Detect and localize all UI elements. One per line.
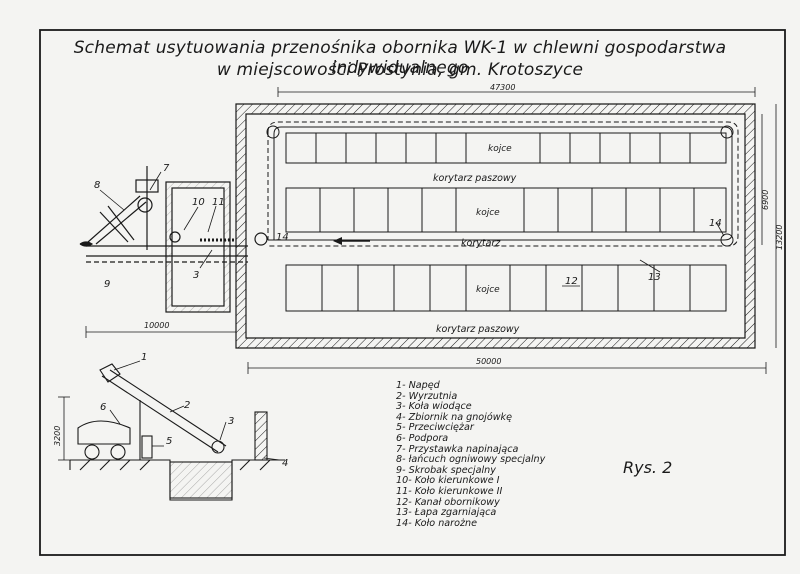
side-view <box>58 363 285 501</box>
drawing-frame <box>39 29 786 556</box>
label-korytarz: korytarz <box>461 238 501 249</box>
counterweight <box>141 435 153 459</box>
figure-label: Rys. 2 <box>623 458 673 477</box>
side-part-5: 5 <box>166 436 172 447</box>
legend-item: 6- Podpora <box>396 432 449 444</box>
label-kojce-top: kojce <box>488 144 512 154</box>
legend-item: 13- Łapa zgarniająca <box>396 507 497 519</box>
label-korytarz-paszowy-top: korytarz paszowy <box>433 173 517 184</box>
plan-part-7: 7 <box>163 163 170 174</box>
manure-trailer <box>77 420 131 445</box>
corner-wheel-bottom-right <box>720 233 734 247</box>
legend-item: 2- Wyrzutnia <box>396 390 458 402</box>
drawing-title-line1: Schemat usytuowania przenośnika obornika… <box>73 38 727 78</box>
dimension-outer-height: 13200 <box>775 225 784 250</box>
dimension-inner-height: 6900 <box>761 190 770 210</box>
legend-item: 10- Koło kierunkowe I <box>396 475 500 487</box>
pens-middle-row <box>285 187 727 233</box>
dimension-top-width: 47300 <box>490 83 515 92</box>
label-korytarz-paszowy-bottom: korytarz paszowy <box>436 324 520 335</box>
plan-part-3: 3 <box>193 270 199 281</box>
chain-conveyor-loop <box>267 121 739 247</box>
legend-item: 9- Skrobak specjalny <box>396 464 496 476</box>
label-kojce-bottom: kojce <box>476 285 500 295</box>
plan-part-12: 12 <box>565 276 578 287</box>
drawing-title-line2: w miejscowości Prostynia, gm. Krotoszyce <box>216 60 584 80</box>
direction-wheel-i <box>169 231 181 243</box>
discharge-head <box>99 363 121 383</box>
legend-item: 5- Przeciwciężar <box>396 422 474 434</box>
dimension-bottom-width: 50000 <box>476 357 501 366</box>
corner-wheel-top-left <box>266 125 280 139</box>
drive-wheel <box>137 197 153 213</box>
side-part-4: 4 <box>282 458 288 469</box>
legend-item: 12- Kanał obornikowy <box>396 496 500 508</box>
dimension-left-extension: 10000 <box>144 321 169 330</box>
plan-part-14-left: 14 <box>276 232 289 243</box>
lead-wheel-side <box>211 440 225 454</box>
legend-item: 8- łańcuch ogniwowy specjalny <box>396 454 546 466</box>
legend-item: 11- Koło kierunkowe II <box>396 485 503 497</box>
dimension-side-height: 3200 <box>53 426 62 446</box>
plan-part-14-right: 14 <box>709 218 722 229</box>
side-part-6: 6 <box>100 402 106 413</box>
legend-item: 1- Napęd <box>396 380 440 391</box>
side-part-3: 3 <box>228 416 234 427</box>
parts-legend: 1- Napęd 2- Wyrzutnia 3- Koła wiodące 4-… <box>396 380 546 529</box>
side-part-2: 2 <box>184 400 190 411</box>
legend-item: 14- Koło narożne <box>396 517 478 529</box>
label-kojce-middle: kojce <box>476 208 500 218</box>
plan-part-13: 13 <box>648 272 661 283</box>
corner-wheel-top-right <box>720 125 734 139</box>
barn-plan: 47300 kojce korytarz paszowy kojce koryt… <box>85 83 784 374</box>
plan-part-8: 8 <box>94 180 100 191</box>
plan-part-9: 9 <box>104 279 110 290</box>
legend-item: 4- Zbiornik na gnojówkę <box>396 411 512 423</box>
side-part-1: 1 <box>141 352 147 363</box>
direction-wheel-ii <box>254 232 268 246</box>
legend-item: 7- Przystawka napinająca <box>396 443 519 455</box>
barn-wall <box>235 103 756 349</box>
plan-part-10: 10 <box>192 197 205 208</box>
pens-top-row <box>285 132 727 164</box>
pens-bottom-row <box>285 264 727 312</box>
plan-part-11: 11 <box>212 197 225 208</box>
legend-item: 3- Koła wiodące <box>396 401 472 413</box>
